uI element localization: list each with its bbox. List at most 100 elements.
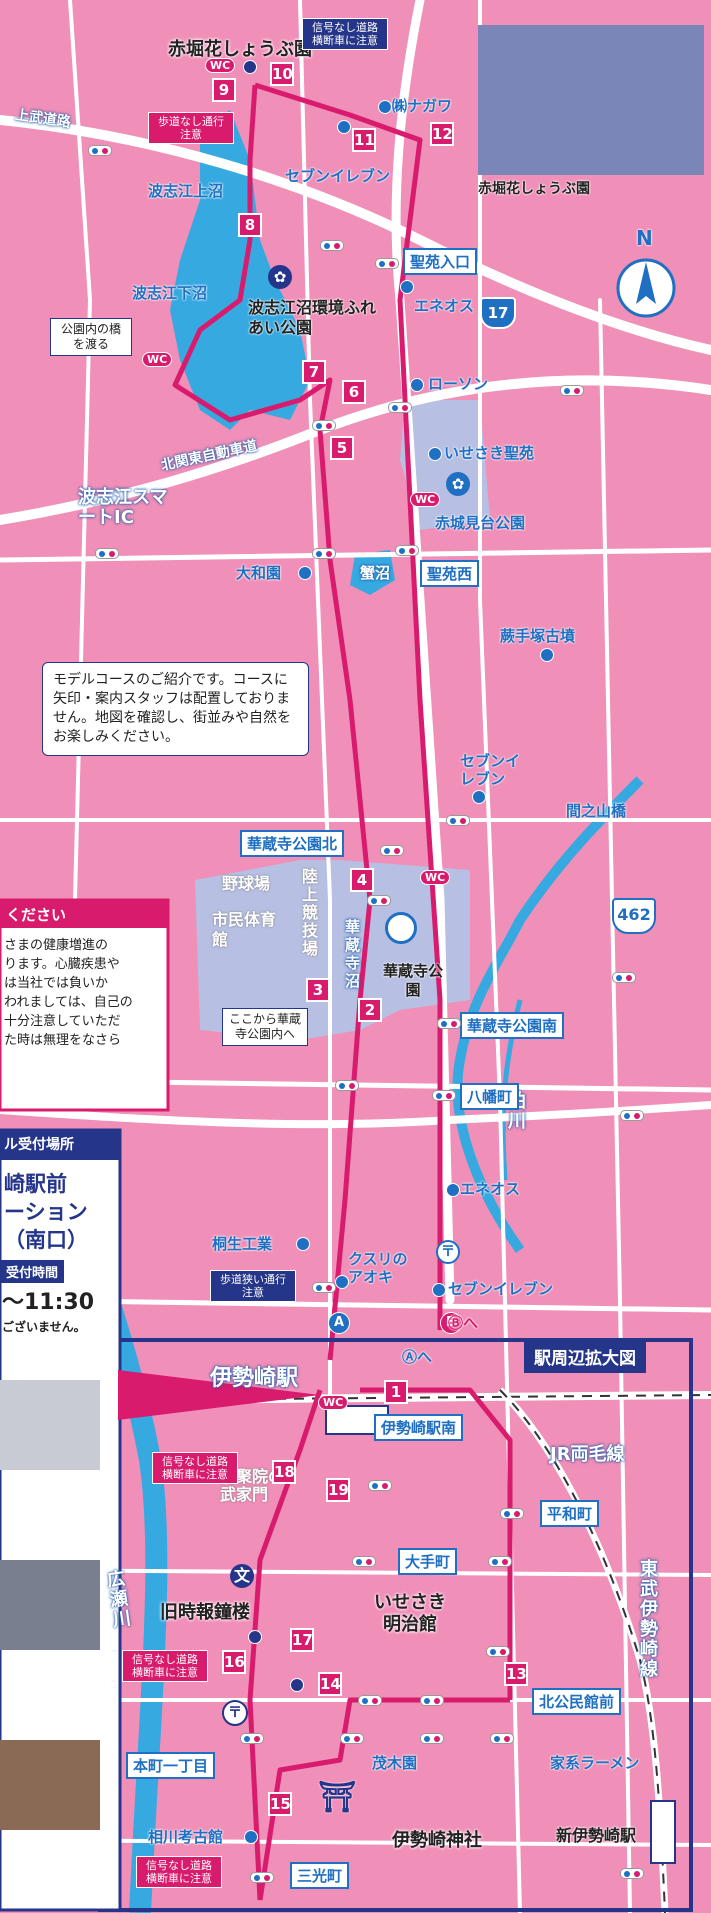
intersection-seien-nishi: 聖苑西 xyxy=(420,560,480,587)
warning-narrow-sidewalk: 歩道狭い通行注意 xyxy=(210,1270,296,1302)
course-point-19: 19 xyxy=(326,1478,350,1502)
course-point-1: 1 xyxy=(384,1380,408,1404)
course-point-12: 12 xyxy=(430,122,454,146)
notice-line: は当社では負いか xyxy=(4,976,109,991)
reception-name: 崎駅前 ーション （南口） xyxy=(4,1170,88,1254)
traffic-signal-icon xyxy=(446,815,470,826)
route-shield-17: 17 xyxy=(480,297,516,329)
traffic-signal-icon xyxy=(240,1733,264,1744)
course-point-3: 3 xyxy=(306,978,330,1002)
shrine-gate-icon: ⛩ xyxy=(318,1780,357,1815)
traffic-signal-icon xyxy=(486,1646,510,1657)
place-seven-eleven-top: セブンイレブン xyxy=(285,167,391,185)
wc-icon: WC xyxy=(142,352,173,367)
traffic-signal-icon xyxy=(312,420,336,431)
course-point-10: 10 xyxy=(270,62,294,86)
warning-no-signal-crossing: 信号なし道路横断車に注意 xyxy=(122,1650,208,1682)
route-marker-b: B xyxy=(440,1312,462,1334)
place-seven-eleven-low: セブンイレブン xyxy=(448,1280,554,1298)
intersection-ote-machi: 大手町 xyxy=(398,1548,458,1575)
reception-time: ～11:30 xyxy=(2,1290,95,1315)
place-kezoji-park: 華蔵寺公園 xyxy=(382,962,443,999)
warning-no-signal-crossing: 信号なし道路横断車に注意 xyxy=(152,1452,238,1484)
notice-header: ください xyxy=(6,906,67,924)
place-isesaki-meiji-kan: いせさき明治館 xyxy=(374,1592,446,1635)
place-kezoji-numa: 華蔵寺沼 xyxy=(345,918,361,990)
north-label: N xyxy=(636,226,653,250)
place-lawson: ローソン xyxy=(428,375,489,393)
poi-marker xyxy=(472,790,486,804)
poi-marker xyxy=(446,1183,460,1197)
poi-marker xyxy=(296,1237,310,1251)
place-aikawa-kokokan: 相川考古館 xyxy=(148,1828,224,1846)
poi-marker xyxy=(298,566,312,580)
traffic-signal-icon xyxy=(620,1868,644,1879)
traffic-signal-icon xyxy=(367,895,391,906)
school-icon: 文 xyxy=(230,1564,254,1588)
course-intro-note: モデルコースのご紹介です。コースに矢印・案内スタッフは配置しておりません。地図を… xyxy=(42,662,309,756)
poi-marker xyxy=(432,1283,446,1297)
intersection-kezoji-park-minami: 華蔵寺公園南 xyxy=(460,1012,565,1039)
hashie-park-icon: ✿ xyxy=(268,265,292,289)
rail-jr-ryomo: JR両毛線 xyxy=(550,1444,625,1465)
poi-marker xyxy=(378,100,392,114)
traffic-signal-icon xyxy=(312,1282,336,1293)
ferris-wheel-icon xyxy=(385,912,417,948)
traffic-signal-icon xyxy=(490,1733,514,1744)
warning-no-signal-crossing: 信号なし道路横断車に注意 xyxy=(302,18,388,50)
traffic-signal-icon xyxy=(380,845,404,856)
north-arrow-icon xyxy=(616,258,676,318)
inset-title: 駅周辺拡大図 xyxy=(524,1340,646,1373)
place-akabori-hanashobuen: 赤堀花しょうぶ園 xyxy=(168,39,312,60)
course-point-15: 15 xyxy=(268,1792,292,1816)
warning-no-signal-crossing: 信号なし道路横断車に注意 xyxy=(136,1856,222,1888)
place-ie-kei-ramen: 家系ラーメン xyxy=(550,1754,640,1772)
place-hashie-smart-ic: 波志江スマートIC xyxy=(78,487,168,528)
traffic-signal-icon xyxy=(488,1556,512,1567)
route-b-pointer: Ⓑへ xyxy=(448,1314,479,1332)
poi-marker xyxy=(540,648,554,662)
traffic-signal-icon xyxy=(88,145,112,156)
post-office-icon: 〒 xyxy=(436,1240,460,1264)
reception-name-line: ーション xyxy=(4,1200,88,1224)
place-mogi-en: 茂木園 xyxy=(372,1754,418,1772)
callout-park-bridge: 公園内の橋を渡る xyxy=(50,318,132,356)
river-line xyxy=(452,776,644,1253)
route-shield-462: 462 xyxy=(612,898,656,934)
traffic-signal-icon xyxy=(560,385,584,396)
wc-icon: WC xyxy=(420,870,451,885)
route-marker-a: A xyxy=(328,1312,350,1334)
place-kusuri-no-aoki: クスリのアオキ xyxy=(348,1250,408,1286)
traffic-signal-icon xyxy=(432,1090,456,1101)
traffic-signal-icon xyxy=(320,240,344,251)
reception-name-line: 崎駅前 xyxy=(4,1172,67,1196)
poi-marker xyxy=(243,60,257,74)
place-seven-eleven-mid: セブンイレブン xyxy=(460,752,521,788)
place-isesaki-jinja: 伊勢崎神社 xyxy=(392,1830,482,1851)
poi-marker xyxy=(337,120,351,134)
intersection-hachiman-cho: 八幡町 xyxy=(460,1083,520,1110)
intersection-isesaki-eki-minami: 伊勢崎駅南 xyxy=(374,1414,464,1441)
traffic-signal-icon xyxy=(375,258,399,269)
place-yakyujo: 野球場 xyxy=(222,874,271,893)
traffic-signal-icon xyxy=(395,545,419,556)
notice-line: た時は無理をなさら xyxy=(4,1033,122,1048)
intersection-heiwa-cho: 平和町 xyxy=(540,1500,600,1527)
intersection-seien-iriguchi: 聖苑入口 xyxy=(403,248,478,275)
poi-marker xyxy=(410,378,424,392)
place-eneos-low: エネオス xyxy=(460,1180,521,1198)
wc-icon: WC xyxy=(318,1395,349,1410)
place-hashie-shimonuma: 波志江下沼 xyxy=(132,284,208,302)
traffic-signal-icon xyxy=(420,1695,444,1706)
traffic-signal-icon xyxy=(95,548,119,559)
traffic-signal-icon xyxy=(612,972,636,983)
course-point-16: 16 xyxy=(222,1650,246,1674)
reception-header: ル受付場所 xyxy=(4,1137,74,1153)
place-hashie-kaminuma: 波志江上沼 xyxy=(148,182,224,200)
traffic-signal-icon xyxy=(352,1556,376,1567)
notice-body: さまの健康増進の ります。心臓疾患や は当社では負いか われましては、自己の 十… xyxy=(4,936,133,1050)
intersection-kezoji-park-kita: 華蔵寺公園北 xyxy=(240,830,345,857)
course-point-17: 17 xyxy=(290,1628,314,1652)
traffic-signal-icon xyxy=(420,1733,444,1744)
